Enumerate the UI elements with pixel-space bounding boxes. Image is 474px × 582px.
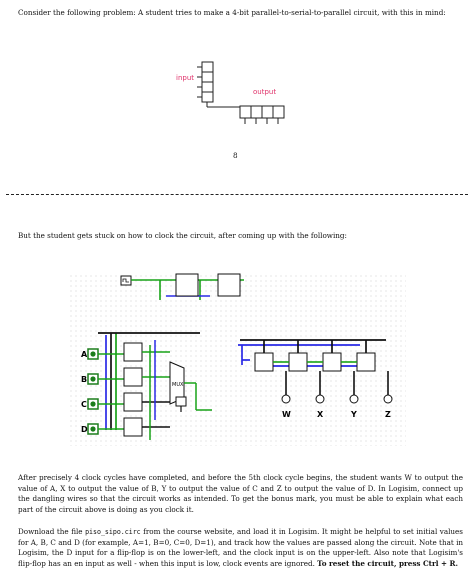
output-label-y: Y <box>350 410 357 419</box>
output-probe-x: X <box>315 394 325 419</box>
input-flipflops <box>123 342 143 437</box>
reset-instruction: To reset the circuit, press Ctrl + R. <box>317 558 459 568</box>
output-flipflops <box>254 352 376 372</box>
output-probe-w: W <box>281 394 291 419</box>
intro-text: Consider the following problem: A studen… <box>18 8 446 17</box>
flipflop-outputs <box>142 340 170 440</box>
input-pin-d[interactable]: D <box>81 423 124 435</box>
input-label-b: B <box>81 375 87 384</box>
register-diagram: input output <box>176 61 285 124</box>
output-register <box>239 105 285 124</box>
output-probe-z: Z <box>383 394 393 419</box>
instructions-paragraph: After precisely 4 clock cycles have comp… <box>18 473 463 514</box>
output-wires <box>273 361 389 395</box>
input-label-c: C <box>81 400 87 409</box>
input-label-d: D <box>81 425 88 434</box>
output-label: output <box>253 88 276 96</box>
mux-label: MUX <box>172 382 184 388</box>
output-label-w: W <box>282 410 291 419</box>
output-probe-y: Y <box>349 394 359 419</box>
input-pin-a[interactable]: A <box>81 348 124 360</box>
download-paragraph: Download the file piso_sipo.circ from th… <box>18 527 463 569</box>
clock-source <box>120 275 132 286</box>
stuck-text: But the student gets stuck on how to clo… <box>18 231 347 240</box>
circuit-diagram: A B C D MUX <box>68 272 406 446</box>
circuit-filename: piso_sipo.circ <box>85 528 141 536</box>
input-pin-b[interactable]: B <box>81 373 124 385</box>
left-bus <box>98 332 200 430</box>
page-number: 8 <box>233 151 238 160</box>
page-divider <box>6 194 468 195</box>
output-label-x: X <box>317 410 324 419</box>
input-label: input <box>176 74 194 82</box>
input-pin-c[interactable]: C <box>81 398 124 410</box>
canvas-grid <box>68 272 406 446</box>
download-mid: from the course website, and load it in … <box>18 527 463 568</box>
top-flipflops <box>175 273 241 297</box>
input-label-a: A <box>81 350 88 359</box>
mux: MUX <box>169 361 212 412</box>
download-pre: Download the file <box>18 527 86 536</box>
output-label-z: Z <box>385 410 391 419</box>
